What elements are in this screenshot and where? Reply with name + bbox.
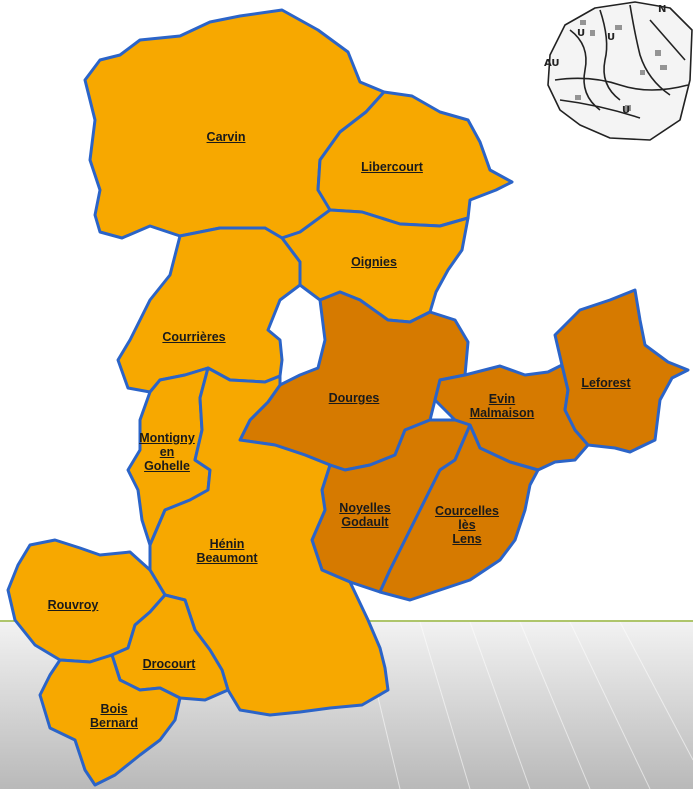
label-line: en bbox=[159, 445, 175, 459]
logo-letter: N bbox=[658, 4, 666, 15]
label-line: Gohelle bbox=[144, 459, 190, 473]
label-leforest[interactable]: Leforest bbox=[581, 376, 630, 390]
commune-leforest[interactable] bbox=[553, 288, 690, 454]
logo-letter: U bbox=[607, 32, 615, 43]
label-line: Courcelles bbox=[435, 504, 499, 518]
label-courrieres[interactable]: Courrières bbox=[162, 330, 225, 344]
label-drocourt[interactable]: Drocourt bbox=[143, 657, 196, 671]
label-line: Dourges bbox=[328, 391, 380, 405]
label-line: Noyelles bbox=[339, 501, 391, 515]
label-line: Leforest bbox=[581, 376, 631, 390]
label-dourges[interactable]: Dourges bbox=[329, 391, 380, 405]
label-line: Carvin bbox=[206, 130, 246, 144]
label-line: Malmaison bbox=[469, 406, 535, 420]
commune-drocourt[interactable] bbox=[110, 593, 230, 702]
label-line: Hénin bbox=[209, 537, 245, 551]
city-map-sketch-icon: N U AU U U bbox=[544, 1, 693, 141]
label-carvin[interactable]: Carvin bbox=[207, 130, 246, 144]
label-line: Godault bbox=[341, 515, 389, 529]
commune-courcelles-les-lens[interactable] bbox=[378, 423, 540, 602]
label-line: Courrières bbox=[162, 330, 226, 344]
label-line: Oignies bbox=[351, 255, 397, 269]
label-line: Beaumont bbox=[196, 551, 258, 565]
label-libercourt[interactable]: Libercourt bbox=[361, 160, 423, 174]
label-line: Libercourt bbox=[361, 160, 423, 174]
label-line: Drocourt bbox=[142, 657, 196, 671]
commune-henin-beaumont[interactable] bbox=[148, 366, 390, 717]
label-line: Bernard bbox=[90, 716, 138, 730]
logo-letter: U bbox=[577, 28, 585, 39]
logo-letter: AU bbox=[544, 58, 560, 69]
logo-letter: U bbox=[622, 105, 630, 116]
label-rouvroy[interactable]: Rouvroy bbox=[48, 598, 99, 612]
label-line: Lens bbox=[452, 532, 482, 546]
label-line: Rouvroy bbox=[47, 598, 99, 612]
label-line: Montigny bbox=[139, 431, 195, 445]
label-line: lès bbox=[458, 518, 476, 532]
label-line: Bois bbox=[100, 702, 128, 716]
label-line: Evin bbox=[488, 392, 516, 406]
label-oignies[interactable]: Oignies bbox=[351, 255, 397, 269]
commune-bois-bernard[interactable] bbox=[38, 653, 182, 787]
